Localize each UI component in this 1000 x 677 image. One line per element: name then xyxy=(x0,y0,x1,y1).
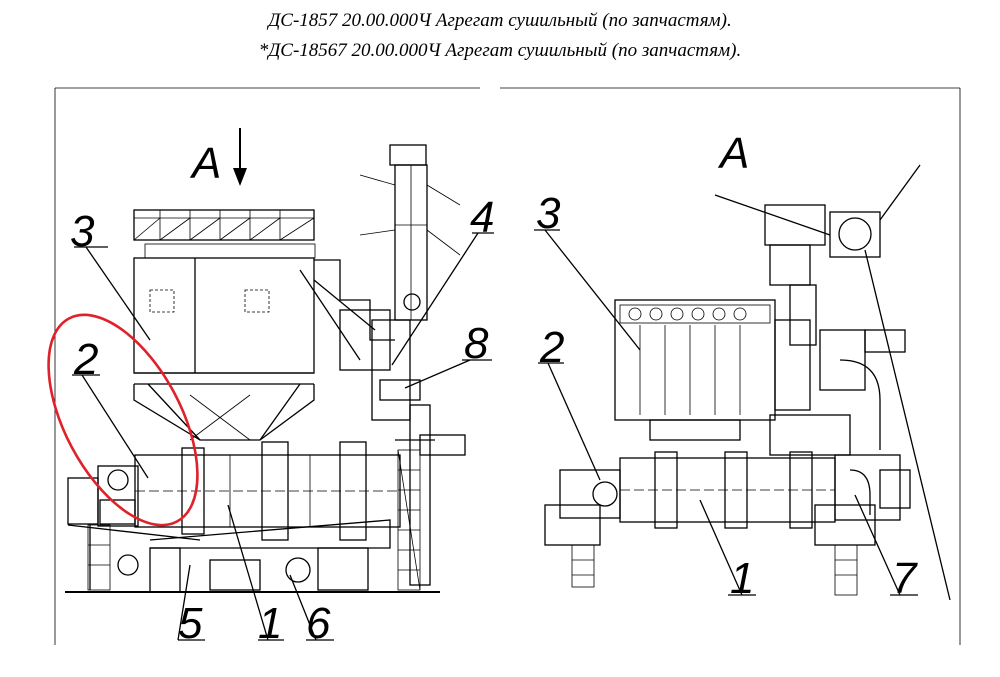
callout-1-right: 1 xyxy=(730,554,754,603)
callout-1-left: 1 xyxy=(258,599,282,648)
right-view: А xyxy=(500,87,961,645)
callout-7: 7 xyxy=(892,554,918,603)
filter-body-right xyxy=(614,299,906,456)
drying-drum xyxy=(134,441,401,541)
callout-3-left: 3 xyxy=(70,207,95,256)
leader-8 xyxy=(404,359,471,389)
fan-assembly xyxy=(714,164,951,601)
filter-housing xyxy=(133,257,315,441)
callout-2-right: 2 xyxy=(539,323,564,372)
burner-unit xyxy=(67,465,139,527)
leader-2-right xyxy=(547,362,601,481)
leader-1-right xyxy=(699,499,743,596)
discharge-right xyxy=(814,454,911,596)
top-platform xyxy=(133,209,316,259)
left-view-label: А xyxy=(189,139,221,188)
burner-right xyxy=(544,469,621,588)
drying-drum-right xyxy=(619,451,836,529)
leader-1-left xyxy=(227,504,269,641)
view-arrow-icon xyxy=(233,128,247,186)
leader-2-left xyxy=(81,374,149,479)
leader-6 xyxy=(289,574,317,641)
callout-8: 8 xyxy=(464,319,489,368)
highlight-ellipse xyxy=(47,313,199,527)
callout-6: 6 xyxy=(306,599,331,648)
leader-3-left xyxy=(85,246,151,341)
base-frame xyxy=(65,519,440,593)
duct-assembly xyxy=(299,259,466,591)
leader-3-right xyxy=(544,229,641,351)
leader-7 xyxy=(854,494,901,596)
callout-3-right: 3 xyxy=(536,189,561,238)
callout-4: 4 xyxy=(470,193,494,242)
title-line-1: ДС-1857 20.00.000Ч Агрегат сушильный (по… xyxy=(268,10,732,31)
callout-5: 5 xyxy=(178,599,203,648)
title-line-2: *ДС-18567 20.00.000Ч Агрегат сушильный (… xyxy=(258,40,742,61)
right-view-label: А xyxy=(717,129,749,178)
leader-5 xyxy=(177,564,191,641)
callout-2-left: 2 xyxy=(73,335,98,384)
leader-4 xyxy=(391,232,479,366)
left-view: А xyxy=(47,87,494,648)
